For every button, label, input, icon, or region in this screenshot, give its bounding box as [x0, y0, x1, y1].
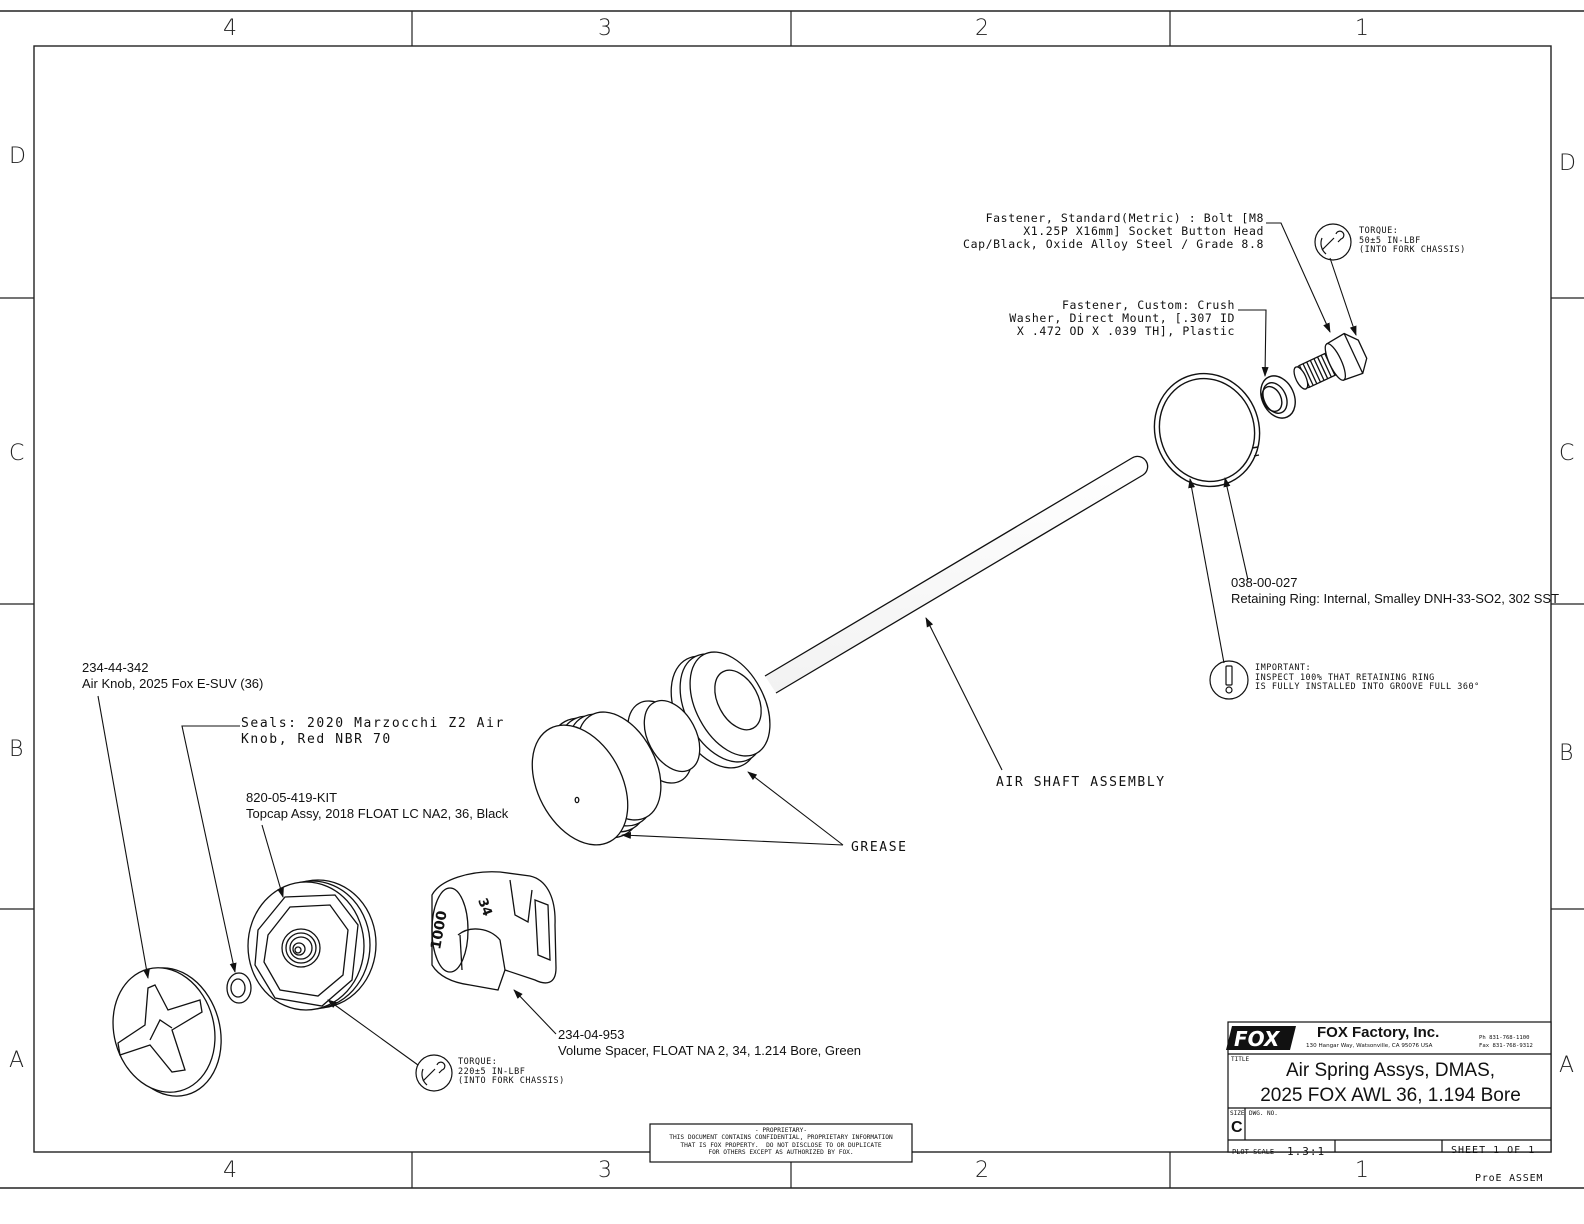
- drawing-title-line2: 2025 FOX AWL 36, 1.194 Bore: [1260, 1085, 1521, 1106]
- air-shaft: [531, 455, 1149, 846]
- important-note: IMPORTANT: INSPECT 100% THAT RETAINING R…: [1255, 663, 1480, 692]
- zone-col-2-top: 2: [975, 16, 989, 41]
- seal-ring: [226, 972, 252, 1004]
- company-address: 130 Hangar Way, Watsonville, CA 95076 US…: [1306, 1043, 1433, 1049]
- zone-row-b-right: B: [1559, 741, 1574, 766]
- zone-col-4-bottom: 4: [223, 1158, 237, 1183]
- zone-col-1-bottom: 1: [1355, 1158, 1369, 1183]
- torque-symbol-topcap: [415, 1054, 453, 1092]
- zone-row-c-right: C: [1559, 441, 1575, 466]
- spacer-description: Volume Spacer, FLOAT NA 2, 34, 1.214 Bor…: [558, 1043, 862, 1058]
- source-label: ProE ASSEM: [1475, 1173, 1544, 1184]
- company-fax: Fax 831-768-9312: [1479, 1043, 1533, 1049]
- zone-row-a-left: A: [9, 1048, 25, 1073]
- zone-row-d-left: D: [9, 144, 26, 169]
- sheet-count: SHEET 1 OF 1: [1451, 1145, 1536, 1156]
- dwg-no-label: DWG. NO.: [1249, 1110, 1278, 1117]
- washer-callout: Fastener, Custom: Crush Washer, Direct M…: [1009, 298, 1235, 338]
- spacer-marking-34: 34: [474, 896, 494, 918]
- bolt-callout: Fastener, Standard(Metric) : Bolt [M8 X1…: [963, 211, 1264, 251]
- company-name: FOX Factory, Inc.: [1317, 1024, 1440, 1041]
- crush-washer: [1260, 375, 1296, 419]
- zone-col-2-bottom: 2: [975, 1158, 989, 1183]
- zone-col-3-top: 3: [598, 16, 612, 41]
- knob-description: Air Knob, 2025 Fox E-SUV (36): [82, 676, 264, 691]
- grease-label: GREASE: [851, 840, 908, 855]
- bolt-part: [1293, 332, 1368, 390]
- knob-part-number: 234-44-342: [82, 660, 149, 675]
- retaining-ring: [1153, 372, 1261, 488]
- zone-col-1-top: 1: [1355, 16, 1369, 41]
- plot-scale-label: PLOT SCALE: [1232, 1148, 1275, 1156]
- proprietary-notice: - PROPRIETARY- THIS DOCUMENT CONTAINS CO…: [669, 1127, 893, 1156]
- size-label: SIZE: [1230, 1110, 1245, 1117]
- bolt-torque-note: TORQUE: 50±5 IN-LBF (INTO FORK CHASSIS): [1359, 226, 1466, 255]
- drawing-title-line1: Air Spring Assys, DMAS,: [1285, 1060, 1496, 1081]
- ring-description: Retaining Ring: Internal, Smalley DNH-33…: [1231, 591, 1560, 606]
- topcap-description: Topcap Assy, 2018 FLOAT LC NA2, 36, Blac…: [246, 806, 509, 821]
- spacer-part-number: 234-04-953: [558, 1027, 625, 1042]
- title-label: TITLE: [1231, 1056, 1250, 1063]
- air-shaft-label: AIR SHAFT ASSEMBLY: [996, 775, 1166, 790]
- spacer-marking: 1000: [428, 909, 451, 950]
- zone-row-a-right: A: [1559, 1053, 1575, 1078]
- proprietary-box: [649, 1123, 913, 1163]
- seals-callout: Seals: 2020 Marzocchi Z2 Air Knob, Red N…: [241, 716, 505, 747]
- torque-symbol-bolt: [1314, 223, 1352, 261]
- size-value: C: [1231, 1119, 1243, 1136]
- leader-lines: [97, 222, 1357, 1066]
- zone-col-3-bottom: 3: [598, 1158, 612, 1183]
- zone-row-d-right: D: [1559, 151, 1576, 176]
- topcap-torque-note: TORQUE: 220±5 IN-LBF (INTO FORK CHASSIS): [458, 1057, 565, 1086]
- zone-col-4-top: 4: [223, 16, 237, 41]
- air-knob: [112, 967, 222, 1097]
- topcap-part-number: 820-05-419-KIT: [246, 790, 338, 805]
- important-symbol: [1209, 660, 1249, 700]
- ring-part-number: 038-00-027: [1231, 575, 1298, 590]
- plot-scale-value: 1.3:1: [1287, 1145, 1326, 1158]
- zone-row-b-left: B: [9, 737, 24, 762]
- company-phone: Ph 831-768-1100: [1479, 1035, 1530, 1041]
- volume-spacer: 1000 34: [428, 871, 557, 991]
- fox-logo: FOX: [1226, 1026, 1296, 1051]
- fox-logo-text: FOX: [1234, 1027, 1281, 1051]
- zone-row-c-left: C: [9, 441, 25, 466]
- topcap: [247, 879, 377, 1011]
